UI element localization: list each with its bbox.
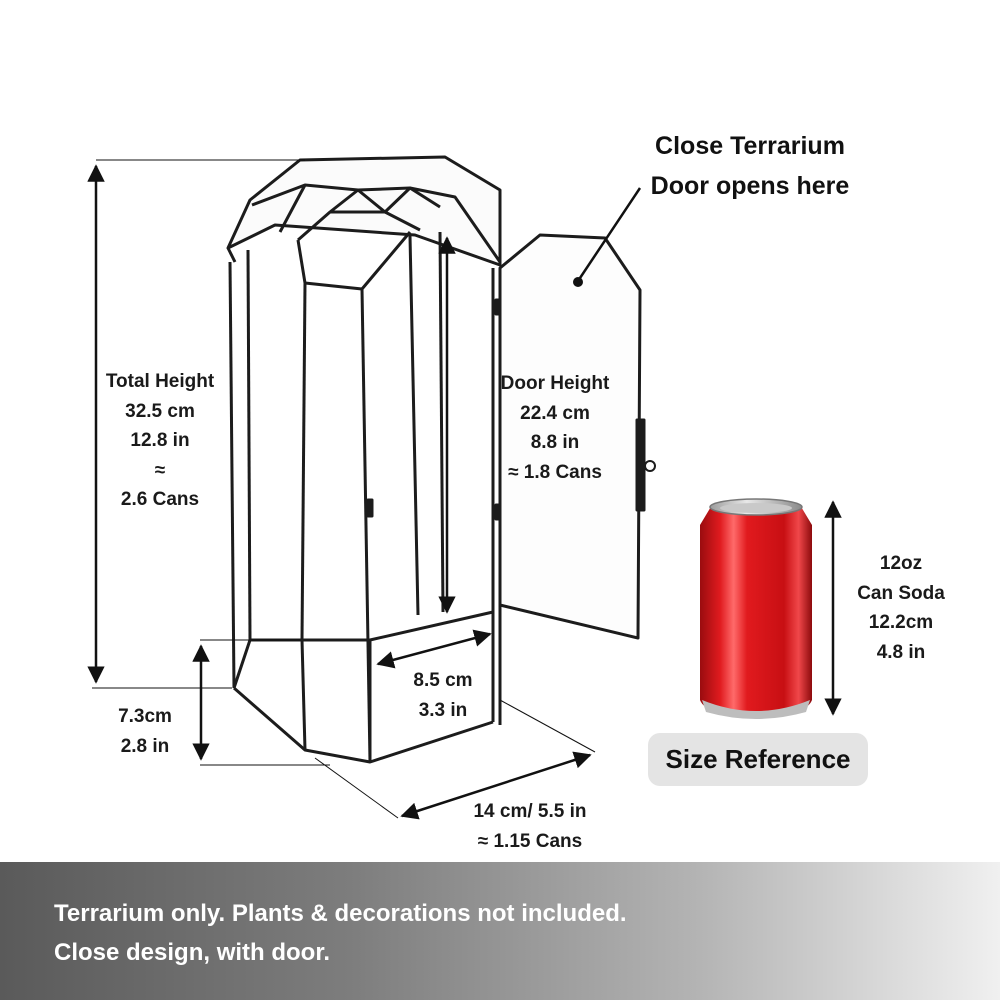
door-callout-line2: Door opens here xyxy=(650,172,850,200)
door-height-cm: 22.4 cm xyxy=(520,402,590,424)
depth-label: 14 cm/ 5.5 in ≈ 1.15 Cans xyxy=(430,797,630,856)
total-height-title: Total Height xyxy=(105,371,215,392)
can-size: 12oz xyxy=(879,553,923,574)
dimension-lines xyxy=(87,159,842,820)
depth-cans: ≈ 1.15 Cans xyxy=(477,830,583,852)
size-reference-badge: Size Reference xyxy=(648,733,868,786)
footer-banner: Terrarium only. Plants & decorations not… xyxy=(0,862,1000,1000)
front-width-cm: 8.5 cm xyxy=(413,670,473,691)
total-height-label: Total Height 32.5 cm 12.8 in ≈ 2.6 Cans xyxy=(80,367,240,515)
terrarium-door xyxy=(498,233,656,640)
can-height-in: 4.8 in xyxy=(876,641,926,663)
callout-pointer xyxy=(578,187,642,279)
front-width-in: 3.3 in xyxy=(418,699,468,721)
door-callout: Close Terrarium Door opens here xyxy=(605,126,895,206)
front-width-label: 8.5 cm 3.3 in xyxy=(388,666,498,725)
door-height-cans: ≈ 1.8 Cans xyxy=(508,461,602,483)
depth-measure: 14 cm/ 5.5 in xyxy=(473,801,587,822)
door-height-title: Door Height xyxy=(500,373,610,394)
footer-note-design: Close design, with door. xyxy=(54,939,331,966)
can-reference-label: 12oz Can Soda 12.2cm 4.8 in xyxy=(838,549,964,667)
base-height-cm: 7.3cm xyxy=(118,706,172,727)
footer-note-contents: Terrarium only. Plants & decorations not… xyxy=(54,900,627,927)
can-type: Can Soda xyxy=(857,582,945,604)
terrarium-frame xyxy=(226,155,502,764)
total-height-approx: ≈ xyxy=(154,459,166,481)
soda-can xyxy=(700,498,812,719)
base-height-label: 7.3cm 2.8 in xyxy=(95,702,195,761)
total-height-cm: 32.5 cm xyxy=(125,400,195,422)
can-height-cm: 12.2cm xyxy=(868,612,934,633)
door-height-label: Door Height 22.4 cm 8.8 in ≈ 1.8 Cans xyxy=(490,369,620,487)
total-height-cans: 2.6 Cans xyxy=(120,489,200,510)
door-height-in: 8.8 in xyxy=(530,432,580,453)
door-callout-line1: Close Terrarium xyxy=(655,132,845,160)
total-height-in: 12.8 in xyxy=(130,430,190,451)
base-height-in: 2.8 in xyxy=(120,735,170,757)
